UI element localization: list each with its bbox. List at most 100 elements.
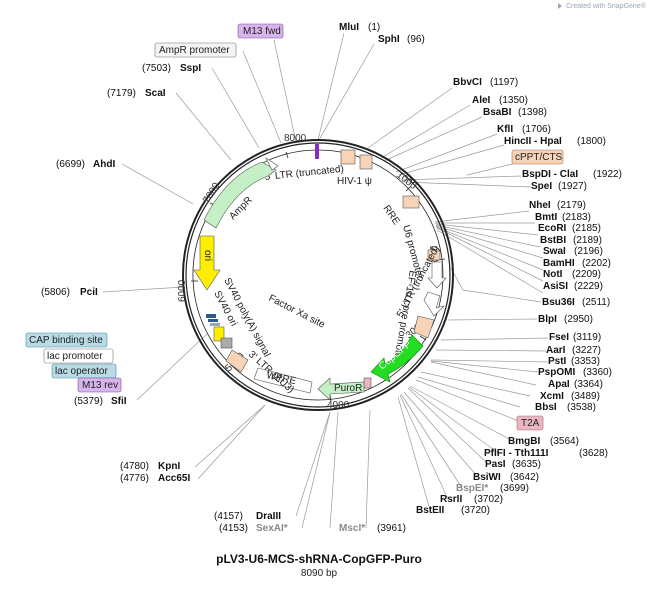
svg-text:M13 fwd: M13 fwd [243, 26, 281, 37]
t2a-mark [363, 377, 372, 389]
svg-text:(1922): (1922) [593, 169, 622, 180]
ef1a-promoter-arrow [423, 291, 445, 317]
svg-text:(3119): (3119) [573, 332, 601, 343]
ltr5-top-block [340, 149, 356, 165]
site-bmti: BmtI(2183) [535, 212, 591, 223]
site-msci: MscI*(3961) [339, 523, 406, 534]
svg-text:SwaI: SwaI [543, 246, 566, 257]
svg-text:(2511): (2511) [582, 297, 610, 308]
svg-text:(2229): (2229) [574, 281, 603, 292]
tick-8000: 8000 [284, 133, 307, 144]
svg-text:FseI: FseI [549, 332, 569, 343]
puror-label: PuroR [334, 383, 362, 394]
svg-text:XcmI: XcmI [540, 391, 564, 402]
svg-text:MscI*: MscI* [339, 523, 365, 534]
svg-text:BsaBI: BsaBI [483, 107, 512, 118]
svg-text:ApaI: ApaI [548, 379, 570, 390]
svg-text:SspI: SspI [180, 63, 201, 74]
site-noti: NotI (2209) [543, 269, 601, 280]
site-kfli: KflI (1706) [497, 124, 551, 135]
svg-text:(2196): (2196) [574, 246, 603, 257]
rre-block [402, 195, 420, 209]
site-aari: AarI (3227) [546, 345, 601, 356]
svg-text:RsrII: RsrII [440, 494, 462, 505]
site-fsei: FseI (3119) [549, 332, 601, 343]
lac-promoter-mark [208, 319, 218, 322]
site-psti: PstI (3353) [548, 356, 600, 367]
site-acc65i: (4776)Acc65I [120, 473, 190, 484]
svg-text:BspDI - ClaI: BspDI - ClaI [522, 169, 578, 180]
site-bstbi: BstBI(2189) [540, 235, 602, 246]
svg-text:AsiSI: AsiSI [543, 281, 568, 292]
leader-lines [102, 32, 549, 529]
svg-text:(1706): (1706) [522, 124, 551, 135]
site-bamhi: BamHI(2202) [543, 258, 611, 269]
svg-text:BlpI: BlpI [538, 314, 557, 325]
svg-text:(3564): (3564) [550, 436, 579, 447]
rre-label: RRE [381, 203, 402, 227]
svg-text:(3360): (3360) [583, 367, 612, 378]
svg-text:(2950): (2950) [564, 314, 593, 325]
svg-text:PflFI - Tth111I: PflFI - Tth111I [484, 448, 549, 459]
m13-rev-box: M13 rev [77, 377, 122, 393]
svg-text:M13 rev: M13 rev [82, 380, 118, 391]
svg-text:BmgBI: BmgBI [508, 436, 540, 447]
svg-text:(2183): (2183) [562, 212, 591, 223]
svg-text:(6699): (6699) [56, 159, 85, 170]
site-scai: (7179)ScaI [107, 88, 166, 99]
svg-text:(4157): (4157) [214, 511, 243, 522]
svg-text:(1927): (1927) [558, 181, 587, 192]
svg-text:(3353): (3353) [571, 356, 600, 367]
t2a-box: T2A [516, 415, 544, 431]
tick-4000: 4000 [327, 400, 350, 411]
svg-text:CAP binding site: CAP binding site [29, 335, 103, 346]
site-bsiwi: BsiWI(3642) [473, 472, 539, 483]
site-ahdi: (6699) AhdI [56, 159, 115, 170]
snapgene-logo: Created with SnapGene® [558, 2, 647, 10]
m13-fwd-mark [315, 144, 319, 159]
svg-text:PasI: PasI [485, 459, 506, 470]
svg-text:BstEII: BstEII [416, 505, 445, 516]
site-pspomi: PspOMI(3360) [538, 367, 612, 378]
hiv-psi-block [359, 154, 373, 170]
ltr3-label: 3' LTR (ΔU3) [246, 349, 296, 396]
svg-text:AmpR promoter: AmpR promoter [159, 45, 230, 56]
svg-text:lac promoter: lac promoter [47, 351, 103, 362]
svg-text:AhdI: AhdI [93, 159, 115, 170]
svg-text:ScaI: ScaI [145, 88, 166, 99]
svg-text:BamHI: BamHI [543, 258, 575, 269]
svg-text:lac operator: lac operator [55, 366, 108, 377]
svg-text:SfiI: SfiI [111, 396, 127, 407]
site-ecori: EcoRI(2185) [538, 223, 601, 234]
sv40-polya-block [213, 326, 225, 342]
site-asisi: AsiSI (2229) [543, 281, 603, 292]
site-swai: SwaI (2196) [543, 246, 603, 257]
puror-arrow [317, 377, 365, 401]
svg-text:(2209): (2209) [572, 269, 601, 280]
svg-text:KflI: KflI [497, 124, 513, 135]
lac-operator-box: lac operator [51, 363, 117, 379]
ampr-promoter-arrow [265, 157, 279, 171]
tick-1000: 1000 [394, 170, 419, 193]
ampr-promoter-box: AmpR promoter [154, 42, 237, 58]
svg-text:(1350): (1350) [499, 95, 528, 106]
cap-mark [210, 323, 220, 326]
svg-text:(3227): (3227) [572, 345, 601, 356]
svg-text:PstI: PstI [548, 356, 567, 367]
svg-text:(4153): (4153) [219, 523, 248, 534]
svg-text:NotI: NotI [543, 269, 563, 280]
site-bbsi: BbsI(3538) [535, 402, 596, 413]
svg-text:(3489): (3489) [571, 391, 600, 402]
svg-text:AarI: AarI [546, 345, 566, 356]
svg-text:(3699): (3699) [500, 483, 529, 494]
svg-text:KpnI: KpnI [158, 461, 180, 472]
site-bsu36i: Bsu36I(2511) [542, 297, 610, 308]
site-bsteii: BstEII(3720) [416, 505, 490, 516]
svg-text:(3628): (3628) [579, 448, 608, 459]
svg-text:AleI: AleI [472, 95, 491, 106]
svg-text:(4780): (4780) [120, 461, 149, 472]
site-rsrii: RsrII(3702) [440, 494, 503, 505]
site-bspei: BspEI*(3699) [456, 483, 529, 494]
lac-promoter-box: lac promoter [43, 348, 114, 364]
